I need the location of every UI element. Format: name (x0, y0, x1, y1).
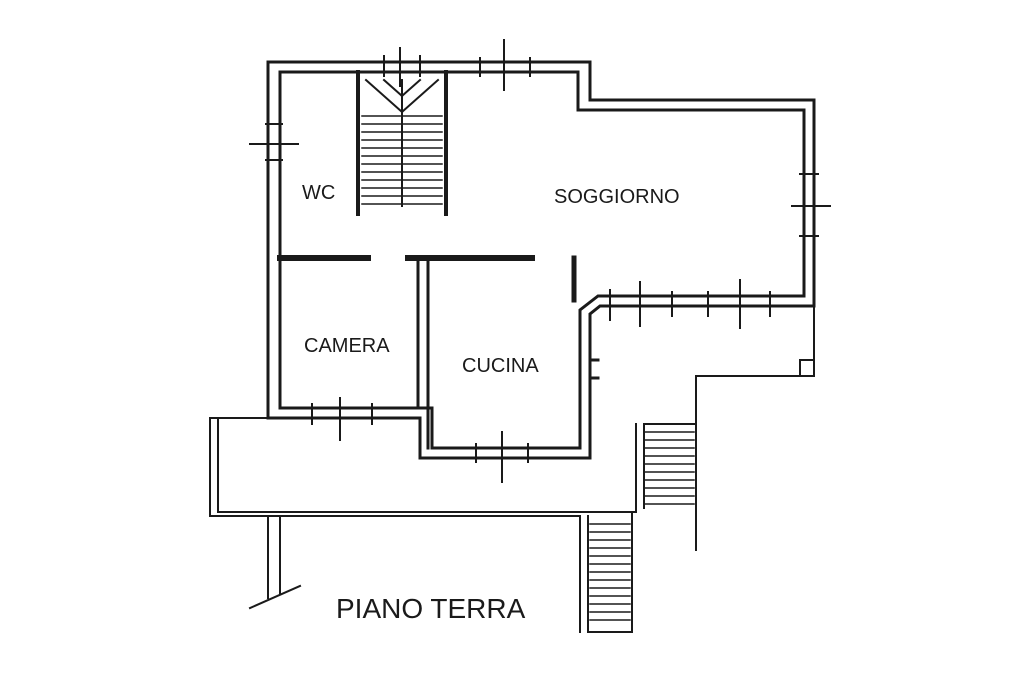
external-stair-lower (587, 511, 633, 633)
internal-staircase (364, 78, 440, 207)
pillar (799, 359, 815, 377)
room-label-camera: CAMERA (304, 335, 390, 357)
external-stair-upper-treads (643, 431, 695, 505)
room-label-wc: WC (302, 182, 335, 204)
window-marks (249, 39, 831, 483)
room-label-cucina: CUCINA (462, 355, 539, 377)
terrace-outline (209, 417, 637, 633)
room-label-soggiorno: SOGGIORNO (554, 186, 680, 208)
external-stair-lower-treads (589, 523, 631, 621)
floor-title: PIANO TERRA (336, 593, 526, 624)
internal-stair-treads (361, 115, 443, 205)
interior-walls (277, 70, 600, 450)
